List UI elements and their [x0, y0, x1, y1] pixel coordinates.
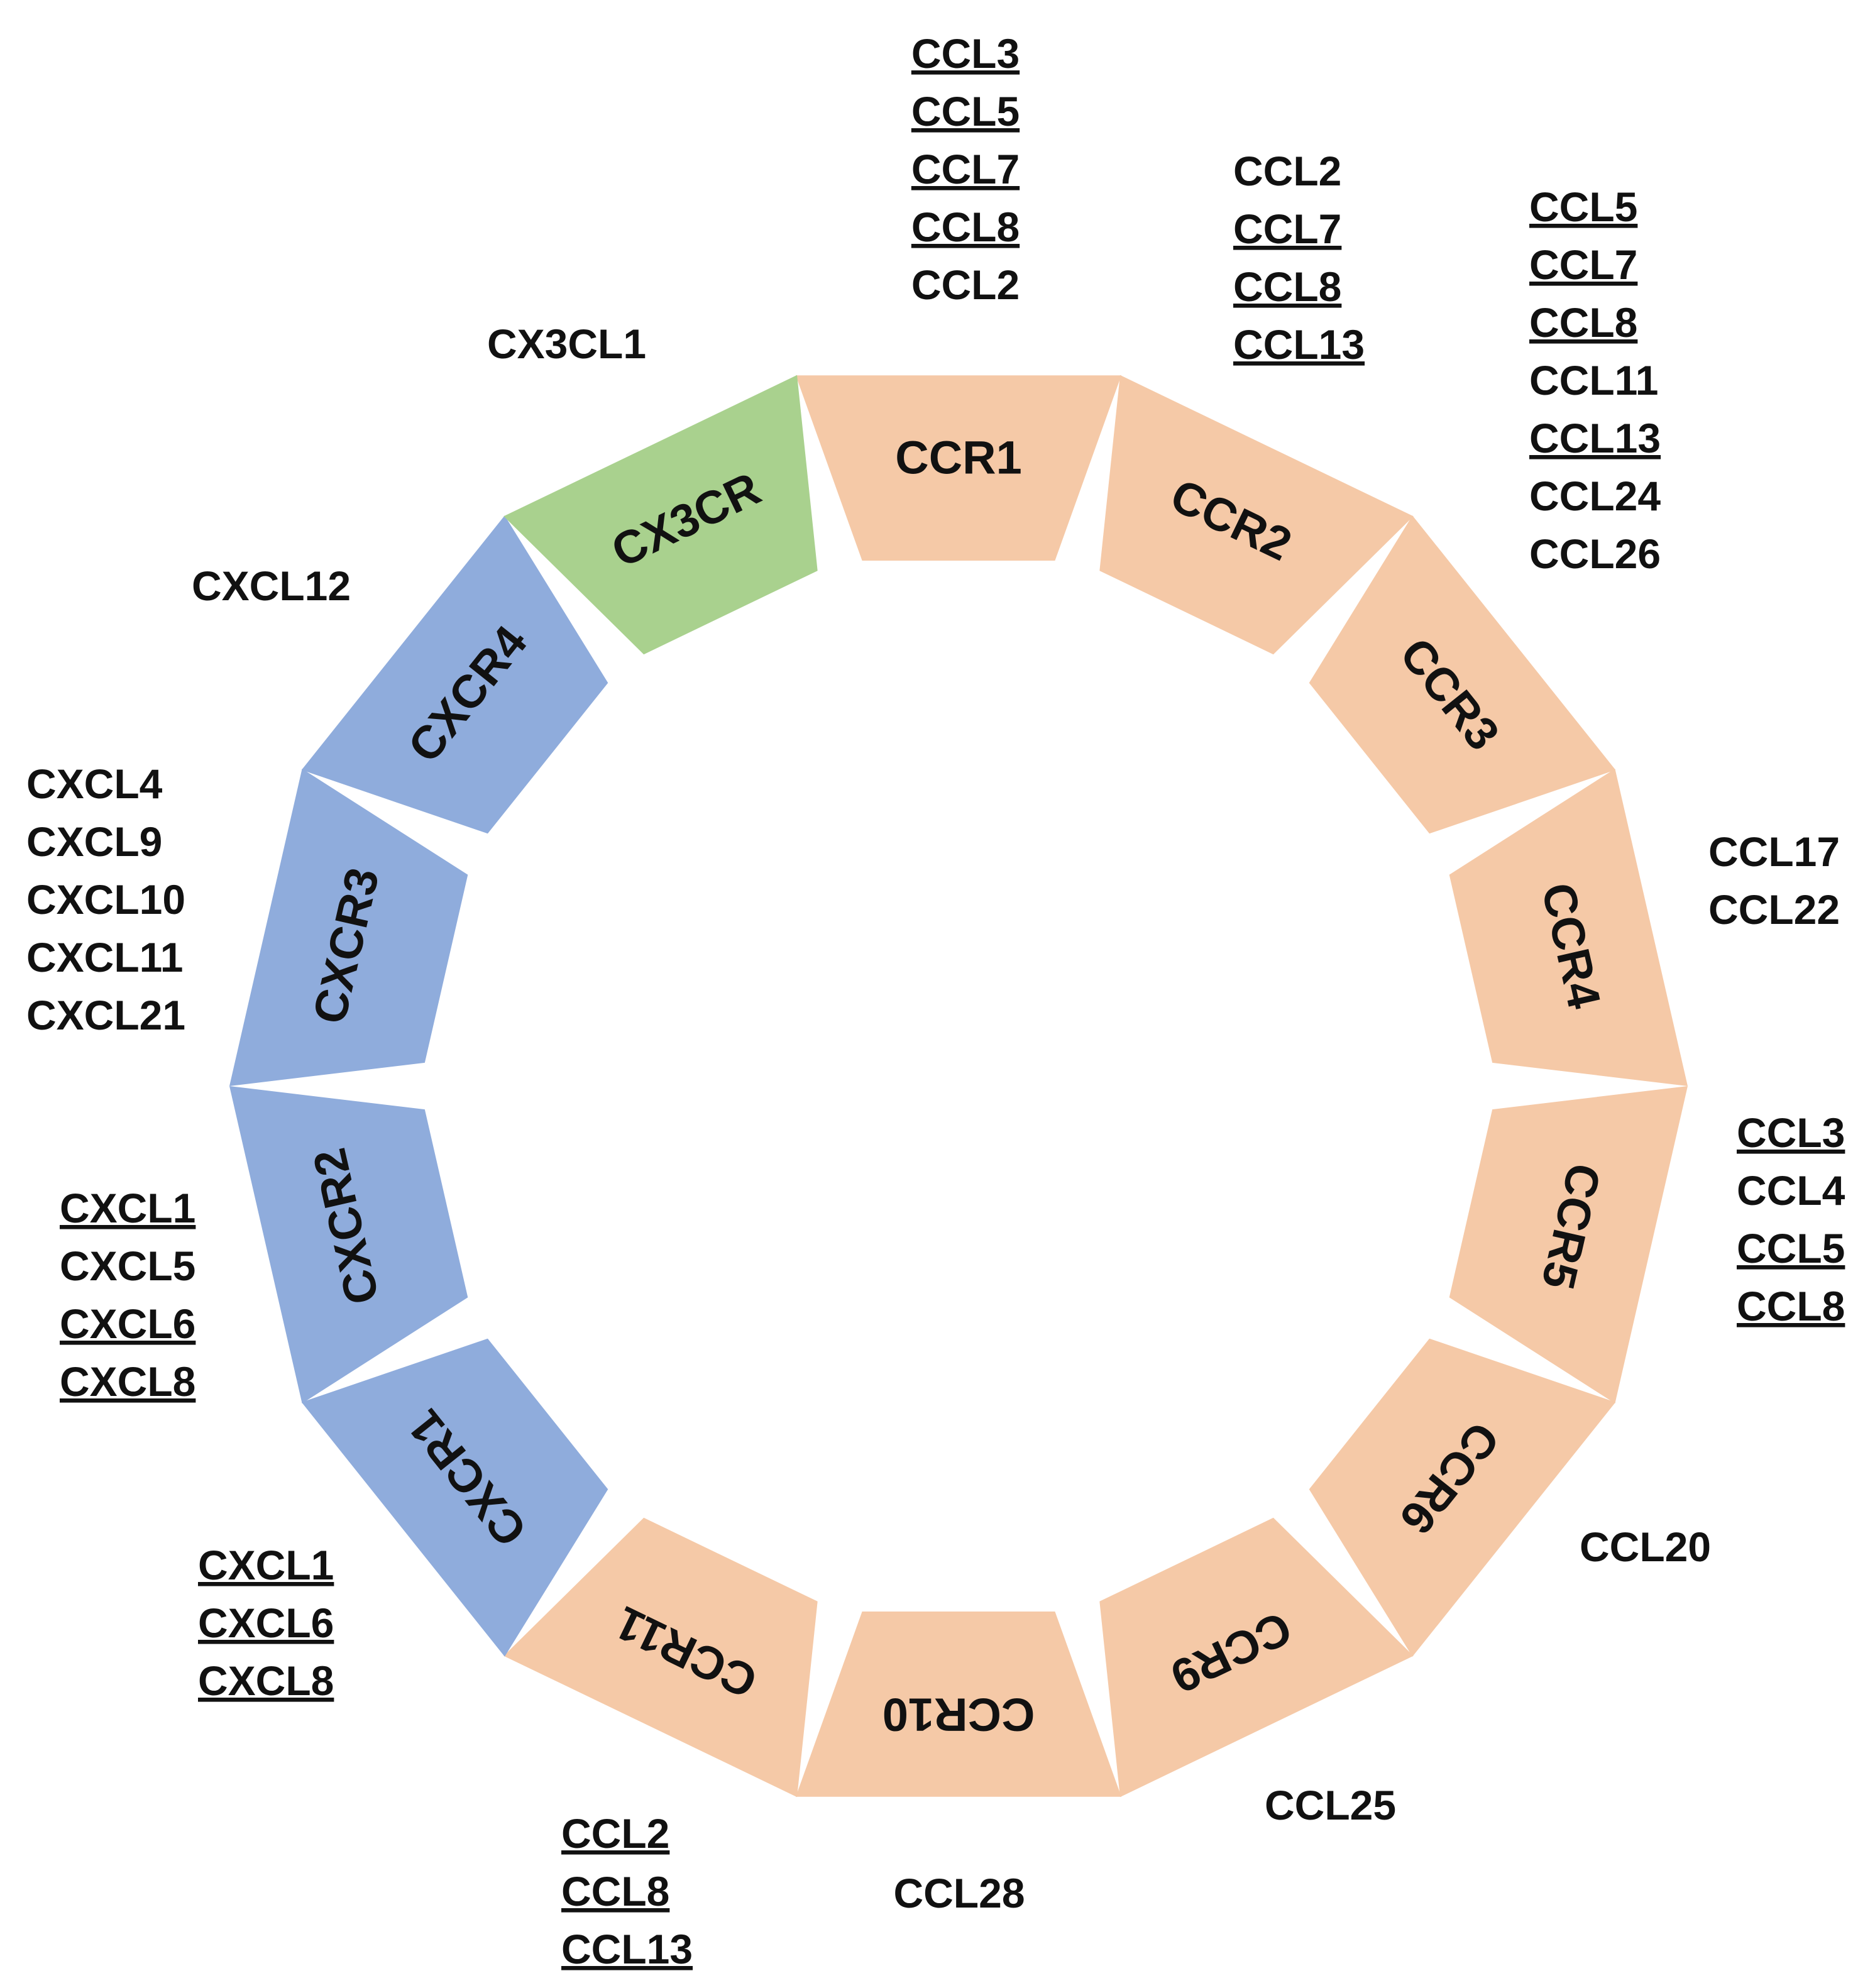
- cxcr1-segment: [301, 1338, 608, 1657]
- ligand-ccl8: CCL8: [561, 1868, 669, 1914]
- ligand-cxcl6: CXCL6: [198, 1600, 334, 1646]
- receptor-segments: CCR1CCR2CCR3CCR4CCR5CCR6CCR9CCR10CCR11CX…: [229, 375, 1688, 1798]
- ligand-ccl7: CCL7: [911, 146, 1020, 192]
- ligand-ccl5: CCL5: [1529, 184, 1637, 230]
- ligand-ccl8: CCL8: [1233, 263, 1341, 310]
- cxcr3-segment: [229, 769, 468, 1086]
- ligand-cx3cl1: CX3CL1: [487, 321, 646, 367]
- ligand-ccl17: CCL17: [1708, 828, 1840, 875]
- ligand-ccl3: CCL3: [911, 30, 1020, 77]
- cxcr4-segment: [301, 515, 608, 834]
- ligand-ccl7: CCL7: [1233, 206, 1341, 252]
- ligand-ccl2: CCL2: [911, 261, 1020, 308]
- ligand-cxcl8: CXCL8: [60, 1358, 195, 1405]
- ligand-cxcl6: CXCL6: [60, 1300, 195, 1347]
- ligand-ccl28: CCL28: [893, 1870, 1025, 1916]
- ligand-ccl7: CCL7: [1529, 241, 1637, 288]
- ligand-cxcl11: CXCL11: [26, 934, 183, 980]
- ligand-ccl20: CCL20: [1580, 1524, 1711, 1570]
- cx3cr-ligand-list: CX3CL1: [487, 321, 646, 367]
- ligand-cxcl8: CXCL8: [198, 1657, 334, 1704]
- ligand-cxcl21: CXCL21: [26, 992, 185, 1038]
- ligand-ccl8: CCL8: [1737, 1283, 1845, 1329]
- ligand-cxcl1: CXCL1: [198, 1542, 334, 1588]
- ligand-ccl22: CCL22: [1708, 886, 1840, 933]
- ccr9-ligand-list: CCL25: [1265, 1782, 1396, 1828]
- ccr10-ligand-list: CCL28: [893, 1870, 1025, 1916]
- cxcr2-segment: [229, 1086, 468, 1403]
- ligand-ccl5: CCL5: [911, 88, 1020, 135]
- ligand-cxcl10: CXCL10: [26, 876, 185, 923]
- ccr10-label: CCR10: [883, 1689, 1035, 1741]
- ccr11-segment: [503, 1517, 818, 1798]
- ligand-ccl25: CCL25: [1265, 1782, 1396, 1828]
- ccr3-segment: [1309, 515, 1616, 834]
- ligand-cxcl5: CXCL5: [60, 1243, 195, 1289]
- ligand-cxcl1: CXCL1: [60, 1185, 195, 1231]
- ligand-cxcl9: CXCL9: [26, 818, 162, 865]
- ligand-ccl13: CCL13: [561, 1926, 693, 1972]
- ligand-cxcl4: CXCL4: [26, 761, 163, 807]
- ccr2-segment: [1099, 375, 1414, 655]
- ligand-ccl2: CCL2: [561, 1810, 669, 1857]
- ligand-ccl26: CCL26: [1529, 530, 1661, 577]
- ligand-ccl13: CCL13: [1529, 415, 1661, 461]
- ccr4-segment: [1449, 769, 1688, 1086]
- ligand-ccl11: CCL11: [1529, 357, 1658, 404]
- ligand-ccl24: CCL24: [1529, 473, 1661, 519]
- ccr6-ligand-list: CCL20: [1580, 1524, 1711, 1570]
- ccr6-segment: [1309, 1338, 1616, 1657]
- ligand-lists: CCL3CCL5CCL7CCL8CCL2CCL2CCL7CCL8CCL13CCL…: [26, 30, 1845, 1972]
- ligand-ccl5: CCL5: [1737, 1225, 1845, 1271]
- ligand-ccl3: CCL3: [1737, 1109, 1845, 1156]
- ccr1-segment: [796, 375, 1121, 561]
- cx3cr-segment: [503, 375, 818, 655]
- ccr9-segment: [1099, 1517, 1414, 1798]
- ligand-ccl8: CCL8: [1529, 299, 1637, 346]
- ligand-ccl4: CCL4: [1737, 1167, 1845, 1214]
- ccr10-segment: [796, 1612, 1121, 1797]
- ligand-ccl8: CCL8: [911, 204, 1020, 250]
- ccr5-segment: [1449, 1086, 1688, 1403]
- ligand-ccl13: CCL13: [1233, 321, 1365, 368]
- cxcr4-ligand-list: CXCL12: [192, 563, 351, 609]
- ccr1-label: CCR1: [895, 432, 1021, 484]
- ligand-cxcl12: CXCL12: [192, 563, 351, 609]
- ligand-ccl2: CCL2: [1233, 148, 1341, 194]
